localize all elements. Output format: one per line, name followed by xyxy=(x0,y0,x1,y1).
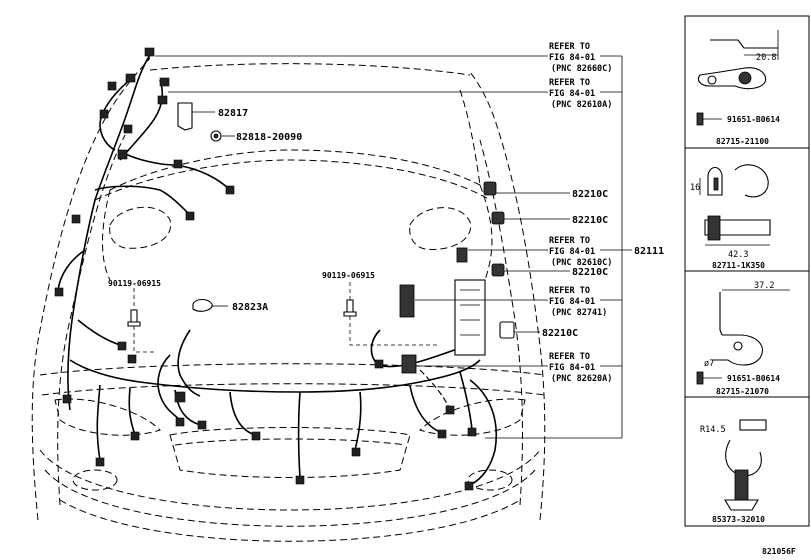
part-82817-label: 82817 xyxy=(218,108,248,119)
refer-1-line1: REFER TO xyxy=(549,42,590,52)
part-82210c-label-1: 82210C xyxy=(572,189,608,200)
refer-2-line3: (PNC 82610A) xyxy=(551,100,612,110)
refer-4-line3: (PNC 82741) xyxy=(551,308,607,318)
refer-4-line1: REFER TO xyxy=(549,286,590,296)
part-callouts: REFER TO FIG 84-01 (PNC 82660C) REFER TO… xyxy=(108,42,664,384)
refer-2-line1: REFER TO xyxy=(549,78,590,88)
refer-5-line2: FIG 84-01 xyxy=(549,363,595,373)
engine-room-harness xyxy=(57,54,498,486)
box3-dim: 37.2 xyxy=(754,281,774,291)
side-box-82711-1K350: 16 42.3 82711-1K350 xyxy=(690,164,771,270)
refer-2-line2: FIG 84-01 xyxy=(549,89,595,99)
engine-room-components xyxy=(127,102,515,374)
refer-5-line1: REFER TO xyxy=(549,352,590,362)
leader-lines xyxy=(133,55,632,439)
box4-dim: R14.5 xyxy=(700,425,726,435)
refer-5-line3: (PNC 82620A) xyxy=(551,374,612,384)
box3-dim-phi: ø7 xyxy=(704,359,714,369)
part-82210c-label-4: 82210C xyxy=(542,328,578,339)
refer-3-line1: REFER TO xyxy=(549,236,590,246)
box1-dim: 20.8 xyxy=(756,53,776,63)
side-parts-panel: 20.8 91651-B0614 82715-21100 16 42.3 827… xyxy=(684,15,810,527)
part-82210c-label-2: 82210C xyxy=(572,215,608,226)
refer-4-line2: FIG 84-01 xyxy=(549,297,595,307)
harness-connectors xyxy=(54,47,477,491)
side-box-82715-21100: 20.8 91651-B0614 82715-21100 xyxy=(696,30,780,146)
refer-3-line2: FIG 84-01 xyxy=(549,247,595,257)
refer-3-line3: (PNC 82610C) xyxy=(551,258,612,268)
box2-part: 82711-1K350 xyxy=(712,261,765,270)
refer-1-line3: (PNC 82660C) xyxy=(551,64,612,74)
box2-dim-h: 16 xyxy=(690,183,700,193)
part-82111-label: 82111 xyxy=(634,246,664,257)
part-82818-label: 82818-20090 xyxy=(236,132,302,143)
box1-bolt: 91651-B0614 xyxy=(727,115,780,124)
box1-part: 82715-21100 xyxy=(716,137,769,146)
side-box-82715-21070: 37.2 ø7 91651-B0614 82715-21070 xyxy=(696,281,790,396)
part-82823a-label: 82823A xyxy=(232,302,268,313)
figure-id: 821056F xyxy=(762,547,796,556)
box3-bolt: 91651-B0614 xyxy=(727,374,780,383)
box4-part: 85373-32010 xyxy=(712,515,765,524)
box3-part: 82715-21070 xyxy=(716,387,769,396)
side-box-85373-32010: R14.5 85373-32010 xyxy=(700,419,767,524)
refer-1-line2: FIG 84-01 xyxy=(549,53,595,63)
part-90119-left-label: 90119-06915 xyxy=(108,279,161,288)
part-90119-right-label: 90119-06915 xyxy=(322,271,375,280)
box2-dim-w: 42.3 xyxy=(728,250,748,260)
part-82210c-label-3: 82210C xyxy=(572,267,608,278)
